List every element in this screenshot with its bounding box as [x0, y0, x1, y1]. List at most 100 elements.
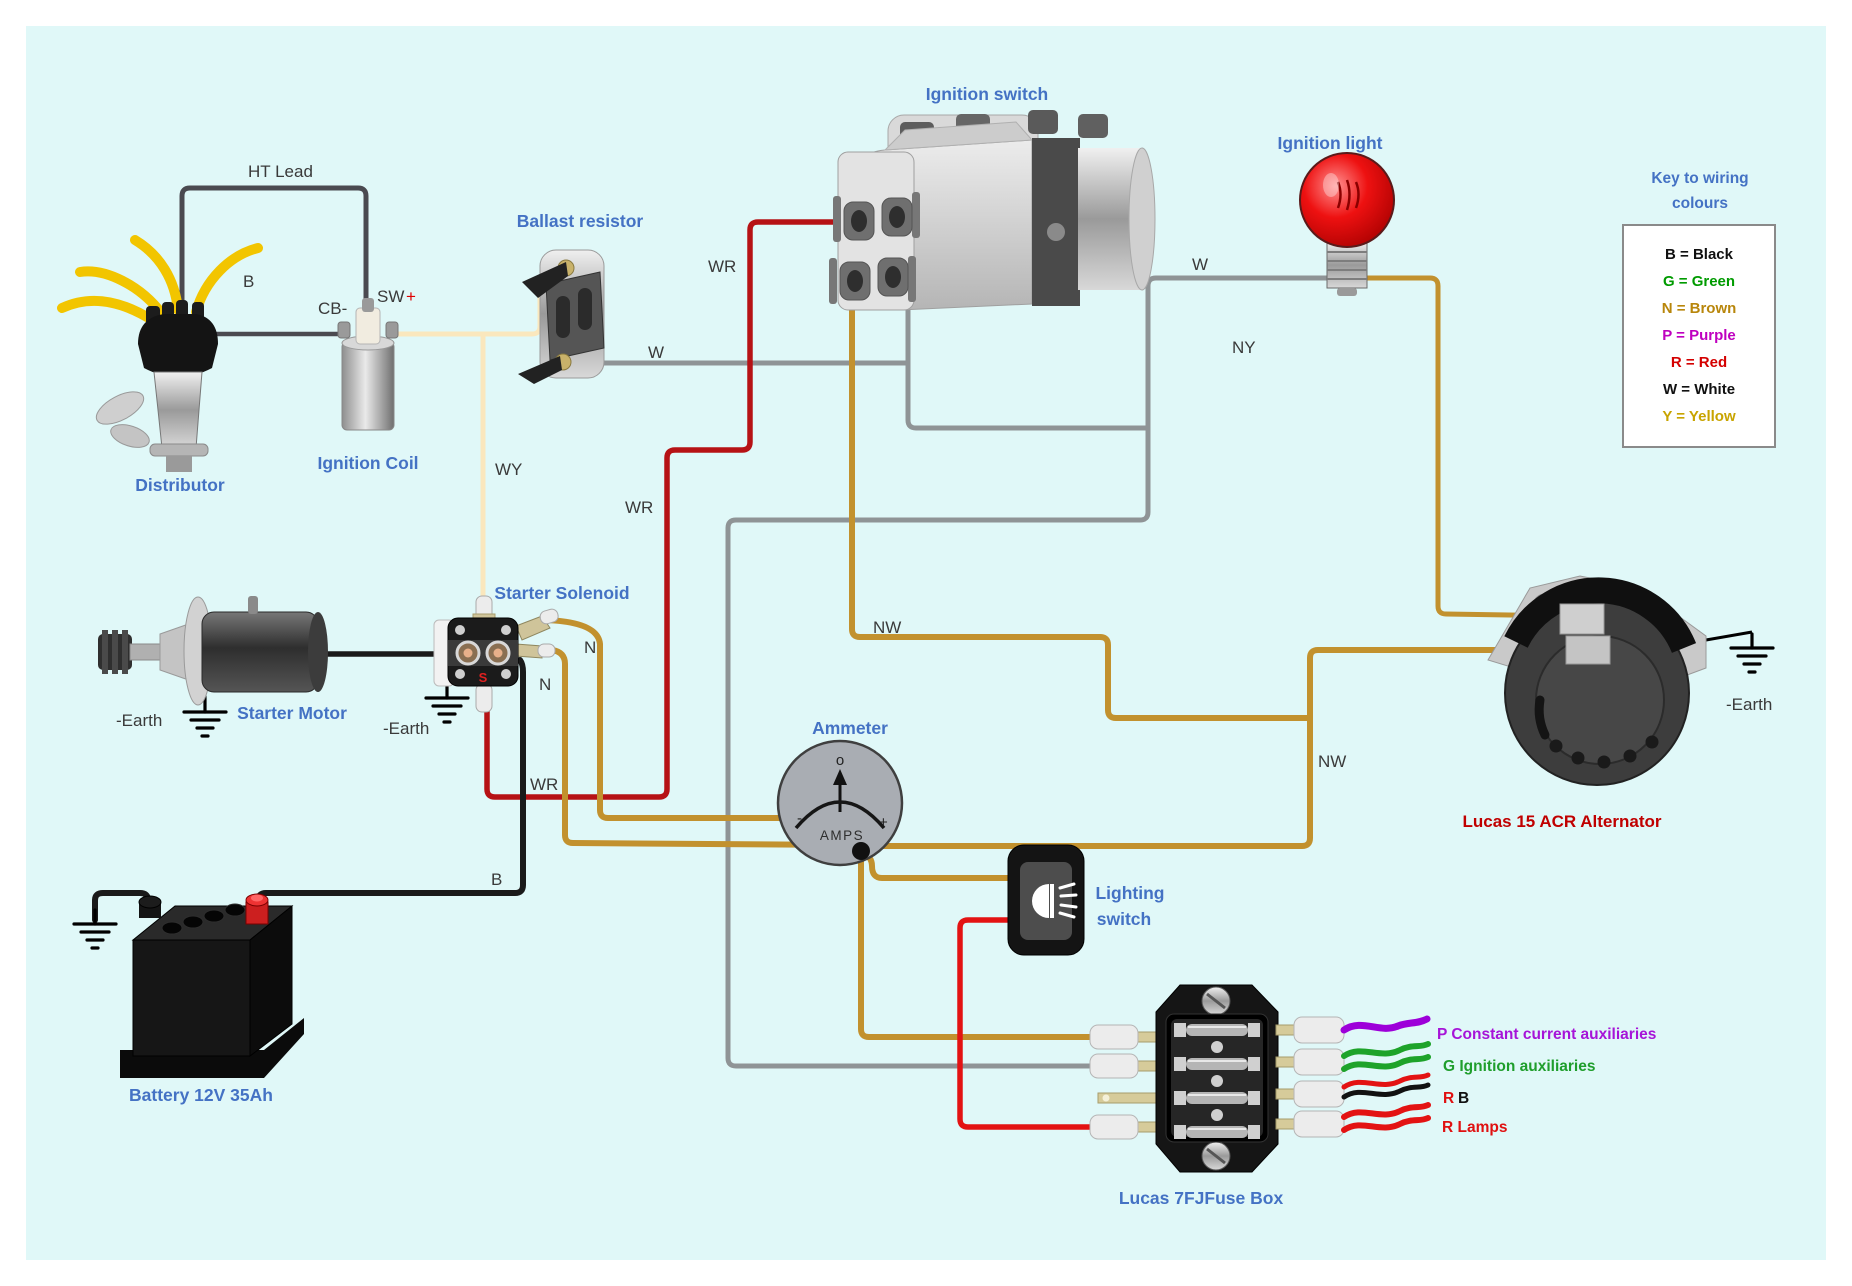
label-fuse-output-rb-r: R — [1443, 1090, 1454, 1107]
wire-n2 — [549, 647, 857, 848]
wire-label-n1: N — [584, 638, 596, 657]
fuses — [1174, 1023, 1260, 1139]
wire-wr — [484, 219, 865, 800]
wire-label-b-distributor: B — [243, 272, 254, 291]
fusebox-output-wires — [1340, 1015, 1431, 1133]
battery-side — [249, 904, 293, 1058]
label-lighting-switch-1: Lighting — [1095, 883, 1164, 903]
label-fuse-output-r-lamps: R Lamps — [1442, 1119, 1507, 1136]
coil-terminal-sw — [385, 321, 399, 339]
key-entry: G = Green — [1663, 273, 1735, 290]
switch-bolt-3 — [1028, 110, 1058, 134]
motor-pinion — [98, 630, 169, 674]
ignition-coil — [337, 298, 399, 431]
battery-front — [132, 939, 251, 1057]
distributor-drive-blade-2 — [110, 424, 150, 448]
fuse-screw — [1211, 1075, 1223, 1087]
ignition-switch — [829, 110, 1156, 311]
wire-n-fusebox — [858, 851, 1097, 1040]
wire-ny — [1357, 275, 1575, 619]
fuse-box — [1089, 984, 1431, 1173]
distributor-drive-blade — [95, 391, 145, 425]
fusebox-screw-top-slot — [1206, 992, 1226, 1010]
bulb-filament — [1336, 179, 1360, 211]
fuse-row — [1174, 1125, 1260, 1139]
distributor-collar — [149, 443, 209, 457]
label-ignition-switch: Ignition switch — [926, 84, 1049, 104]
wire-r-lighting-fusebox — [957, 917, 1097, 1130]
fuse-row — [1174, 1057, 1260, 1071]
ammeter-terminal — [852, 842, 870, 860]
alternator-vent-holes — [1549, 735, 1659, 769]
ignition-light — [1299, 152, 1395, 296]
wire-label-w-ballast: W — [648, 343, 664, 362]
battery-pos-highlight — [251, 894, 263, 902]
label-alternator: Lucas 15 ACR Alternator — [1462, 812, 1661, 831]
wire-label-n2: N — [539, 675, 551, 694]
wire-label-ny: NY — [1232, 338, 1256, 357]
key-entry: Y = Yellow — [1662, 408, 1736, 425]
wire-w-to-fusebox — [725, 425, 1151, 1069]
lighting-switch — [1007, 844, 1085, 956]
label-ignition-light: Ignition light — [1278, 133, 1383, 153]
motor-body — [201, 611, 319, 693]
wire-label-w-light: W — [1192, 255, 1208, 274]
starter-motor — [98, 596, 328, 706]
fuse-row — [1174, 1091, 1260, 1105]
fusebox-screw-bottom-slot — [1206, 1147, 1226, 1165]
motor-end-cap — [308, 612, 328, 692]
label-fuse-output-rb-b: B — [1458, 1090, 1469, 1107]
key-entry: P = Purple — [1662, 327, 1736, 344]
ammeter-needle-tip — [833, 769, 847, 785]
label-fuse-box: Lucas 7FJFuse Box — [1119, 1188, 1284, 1208]
switch-housing-top — [883, 121, 1034, 151]
ammeter: o - + AMPS — [776, 739, 904, 867]
wire-label-wr-top: WR — [708, 257, 736, 276]
ballast-slot-2 — [578, 288, 592, 330]
wire-label-wr-low: WR — [530, 775, 558, 794]
label-distributor: Distributor — [135, 475, 225, 495]
fusebox-left-terminals — [1089, 1024, 1161, 1140]
wire-red-lamps-1 — [1341, 1102, 1431, 1120]
solenoid-stud-2-center — [493, 648, 503, 658]
wire-red-black-b — [1341, 1082, 1431, 1100]
distributor-cap — [138, 314, 218, 377]
wire-purple — [1340, 1015, 1431, 1034]
wire-label-wy: WY — [495, 460, 522, 479]
key-frame — [1622, 224, 1776, 448]
bulb-base — [1326, 241, 1368, 289]
ammeter-plus: + — [879, 814, 888, 831]
bulb-contact — [1337, 288, 1357, 296]
alternator-top-band — [1504, 577, 1697, 654]
wire-label-wr-mid: WR — [625, 498, 653, 517]
fuse-screw — [1211, 1041, 1223, 1053]
wire-label-b-battery: B — [491, 870, 502, 889]
wire-red-black-r — [1341, 1072, 1431, 1090]
solenoid-stud-1-center — [463, 648, 473, 658]
key-entry: B = Black — [1665, 246, 1734, 263]
ammeter-zero-mark: o — [836, 752, 844, 769]
key-entry: W = White — [1663, 381, 1735, 398]
distributor — [57, 235, 263, 472]
key-title-line1: Key to wiring — [1651, 170, 1748, 187]
label-earth-motor: -Earth — [116, 711, 162, 730]
wire-n1 — [543, 617, 785, 821]
label-starter-motor: Starter Motor — [237, 703, 347, 723]
label-ammeter: Ammeter — [812, 718, 888, 738]
battery-tray — [120, 1018, 304, 1078]
wire-label-sw: SW — [377, 287, 404, 306]
ballast-resistor — [518, 249, 605, 384]
alternator-terminal-block-1 — [1559, 603, 1605, 635]
starter-solenoid: S — [433, 595, 559, 713]
switch-bolt-4 — [1078, 114, 1108, 138]
wire-label-cb: CB- — [318, 299, 347, 318]
fuse-row — [1174, 1023, 1260, 1037]
coil-body — [341, 341, 395, 431]
label-lighting-switch-2: switch — [1097, 909, 1151, 929]
switch-dark-band — [1032, 138, 1080, 306]
wire-ht-lead — [179, 185, 369, 323]
wire-green-1 — [1341, 1041, 1431, 1059]
ammeter-scale-arc — [794, 800, 886, 830]
wire-w-to-light — [1145, 275, 1337, 431]
ballast-clip-top — [522, 262, 568, 298]
